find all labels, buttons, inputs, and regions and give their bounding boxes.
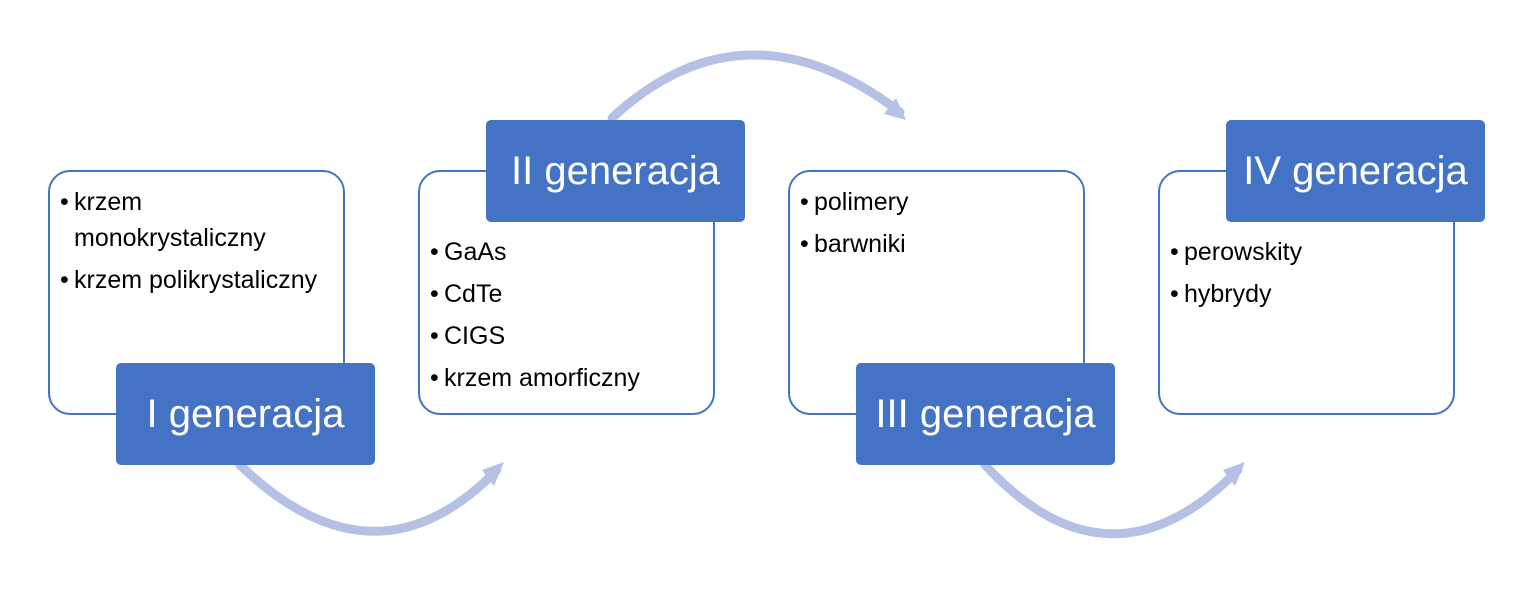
list-item: barwniki xyxy=(800,226,1070,262)
arrow-1-to-2 xyxy=(235,460,502,536)
gen1-title: I generacja xyxy=(116,363,375,465)
arrow-2-to-3 xyxy=(607,50,905,123)
arrowhead-1 xyxy=(482,462,504,486)
list-item: krzem amorficzny xyxy=(430,360,710,396)
list-item: CIGS xyxy=(430,318,710,354)
arrowhead-3 xyxy=(1223,462,1245,486)
list-item: perowskity xyxy=(1170,234,1440,270)
gen3-title: III generacja xyxy=(856,363,1115,465)
list-item: krzem polikrystaliczny xyxy=(60,262,330,298)
arrow-3-to-4 xyxy=(980,460,1243,539)
gen2-title: II generacja xyxy=(486,120,745,222)
list-item: krzem monokrystaliczny xyxy=(60,184,330,256)
list-item: CdTe xyxy=(430,276,710,312)
list-item: hybrydy xyxy=(1170,276,1440,312)
list-item: polimery xyxy=(800,184,1070,220)
arrowhead-2 xyxy=(884,98,906,120)
list-item: GaAs xyxy=(430,234,710,270)
gen4-title: IV generacja xyxy=(1226,120,1485,222)
